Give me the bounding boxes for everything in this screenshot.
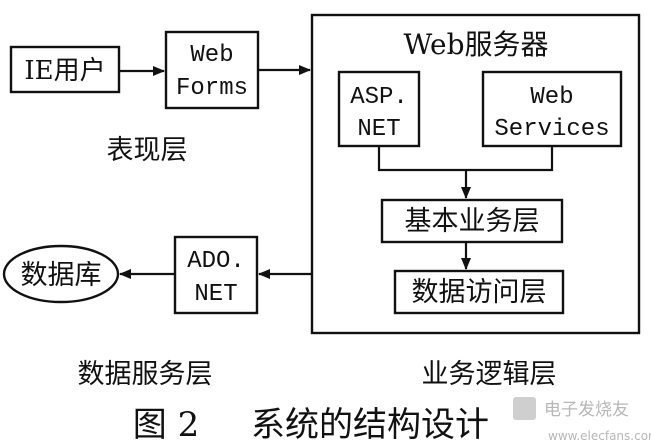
figure-title: 系统的结构设计 <box>251 405 489 445</box>
ie-user-label: IE用户 <box>24 56 105 86</box>
basic-business-layer-box <box>380 198 564 244</box>
asp-net-label-line2: NET <box>357 116 400 143</box>
watermark-site: www.elecfans.com <box>548 429 651 443</box>
business-logic-layer-label: 业务逻辑层 <box>422 359 557 390</box>
web-services-label-line2: Services <box>494 116 609 143</box>
data-access-layer-label: 数据访问层 <box>412 277 547 308</box>
watermark-text: 电子发烧友 <box>544 400 629 420</box>
data-access-layer-box <box>393 269 565 315</box>
web-forms-label-line1: Web <box>190 42 233 69</box>
web-forms-label-line2: Forms <box>176 75 248 102</box>
figure-number: 图 2 <box>133 405 199 445</box>
asp-net-box <box>337 70 421 148</box>
database-label: 数据库 <box>21 260 102 291</box>
asp-net-label-line1: ASP. <box>350 84 408 111</box>
data-service-layer-label: 数据服务层 <box>78 359 213 390</box>
database-ellipse <box>2 244 120 304</box>
web-services-label-line1: Web <box>530 84 573 111</box>
presentation-layer-label: 表现层 <box>107 135 188 166</box>
watermark-logo-icon <box>513 397 536 420</box>
ie-user-box <box>9 45 121 94</box>
watermark: 电子发烧友 www.elecfans.com <box>513 397 651 443</box>
web-server-title: Web服务器 <box>404 28 549 61</box>
ado-net-label-line1: ADO. <box>187 248 245 275</box>
ado-net-label-line2: NET <box>194 281 237 308</box>
web-forms-box <box>164 30 260 110</box>
basic-business-layer-label: 基本业务层 <box>405 206 540 237</box>
